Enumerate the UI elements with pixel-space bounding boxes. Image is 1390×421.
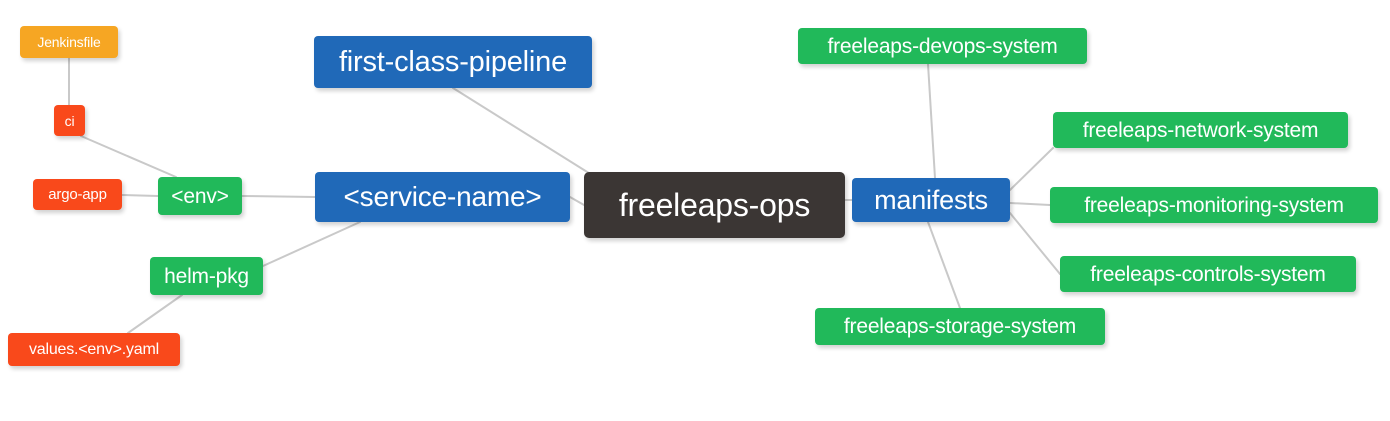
node-jenkinsfile[interactable]: Jenkinsfile: [20, 26, 118, 58]
edge-freeleaps-ops-to-first-class-pipeline: [452, 87, 601, 181]
edge-service-name-to-env: [241, 195, 316, 198]
edge-env-to-argo-app: [121, 194, 159, 197]
node-ci[interactable]: ci: [54, 105, 85, 136]
edge-env-to-ci: [80, 135, 177, 178]
edge-freeleaps-ops-to-service-name: [569, 196, 585, 206]
node-freeleaps-monitoring-system[interactable]: freeleaps-monitoring-system: [1050, 187, 1378, 223]
node-values-env-yaml[interactable]: values.<env>.yaml: [8, 333, 180, 366]
edge-helm-pkg-to-values-env-yaml: [127, 294, 183, 334]
node-freeleaps-controls-system[interactable]: freeleaps-controls-system: [1060, 256, 1356, 292]
node-env[interactable]: <env>: [158, 177, 242, 215]
node-freeleaps-devops-system[interactable]: freeleaps-devops-system: [798, 28, 1087, 64]
edge-manifests-to-freeleaps-monitoring-system: [1009, 202, 1051, 206]
node-first-class-pipeline[interactable]: first-class-pipeline: [314, 36, 592, 88]
node-manifests[interactable]: manifests: [852, 178, 1010, 222]
edge-manifests-to-freeleaps-network-system: [1009, 147, 1054, 191]
edge-service-name-to-helm-pkg: [262, 221, 361, 267]
node-freeleaps-network-system[interactable]: freeleaps-network-system: [1053, 112, 1348, 148]
edge-manifests-to-freeleaps-storage-system: [927, 221, 961, 309]
node-argo-app[interactable]: argo-app: [33, 179, 122, 210]
node-service-name[interactable]: <service-name>: [315, 172, 570, 222]
node-freeleaps-storage-system[interactable]: freeleaps-storage-system: [815, 308, 1105, 345]
node-helm-pkg[interactable]: helm-pkg: [150, 257, 263, 295]
node-freeleaps-ops[interactable]: freeleaps-ops: [584, 172, 845, 238]
edge-manifests-to-freeleaps-devops-system: [927, 63, 936, 179]
